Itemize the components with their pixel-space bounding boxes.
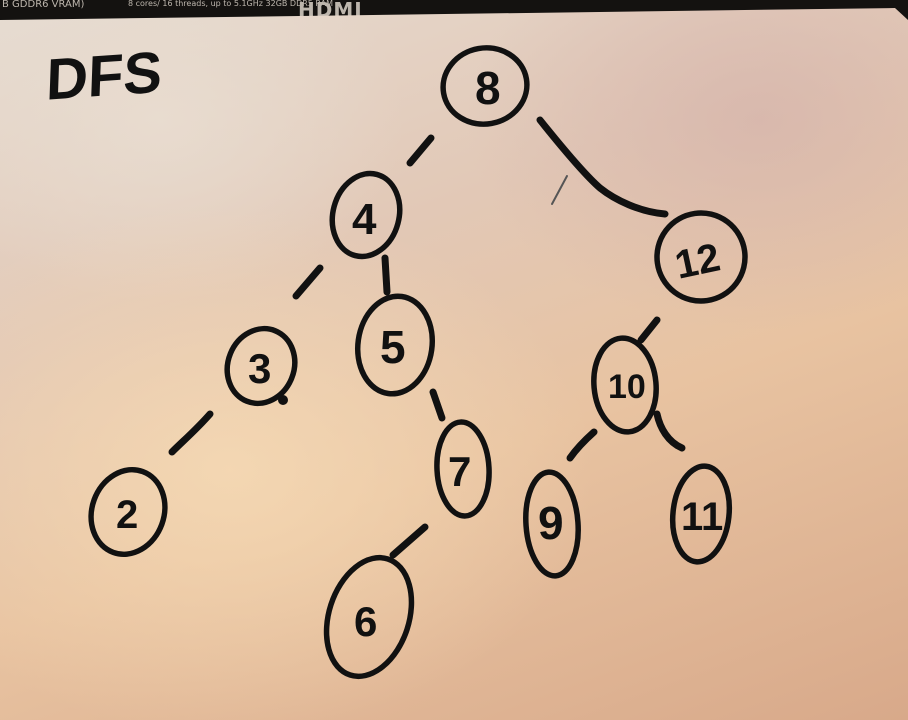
node-8-label: 8 — [475, 62, 501, 114]
node-6-label: 6 — [354, 598, 377, 645]
edge-12-10 — [637, 316, 661, 344]
edge-8-12 — [536, 116, 669, 218]
board-title: DFS — [45, 40, 163, 113]
edge-10-9 — [566, 428, 598, 462]
edge-10-11 — [653, 410, 686, 452]
node-9: 9 — [523, 469, 581, 579]
node-11: 11 — [669, 463, 733, 565]
edge-4-3 — [292, 264, 324, 300]
node-7: 7 — [434, 419, 492, 519]
node-2: 2 — [88, 467, 168, 557]
edge-5-7 — [429, 388, 446, 422]
node-10-label: 10 — [608, 368, 646, 406]
node-4: 4 — [329, 170, 403, 260]
node-2-label: 2 — [116, 493, 138, 537]
node-9-label: 9 — [538, 497, 564, 549]
edge-8-4 — [406, 134, 435, 167]
stray-mark — [551, 175, 568, 205]
edge-7-6 — [389, 523, 429, 559]
box-brand-text: HDMI — [298, 0, 363, 22]
node-12-label: 12 — [671, 235, 724, 287]
box-spec-text: B GDDR6 VRAM) — [2, 0, 85, 10]
node-11-label: 11 — [681, 495, 723, 539]
node-8: 8 — [440, 45, 530, 127]
node-3: 3 — [224, 325, 298, 407]
node-4-label: 4 — [352, 195, 377, 244]
box-spec-text-2: 8 cores/ 16 threads, up to 5.1GHz 32GB D… — [128, 0, 334, 8]
tree-nodes: 8 4 12 3 5 — [88, 45, 748, 680]
tree-edges — [168, 116, 686, 559]
node-12: 12 — [654, 210, 748, 304]
edge-4-5 — [381, 254, 391, 296]
node-5: 5 — [354, 293, 436, 397]
node-3-label: 3 — [248, 345, 271, 392]
node-5-label: 5 — [380, 321, 406, 373]
node-6: 6 — [323, 554, 415, 680]
node-10: 10 — [591, 335, 659, 435]
node-7-label: 7 — [448, 448, 471, 495]
edge-3-2 — [168, 410, 214, 456]
